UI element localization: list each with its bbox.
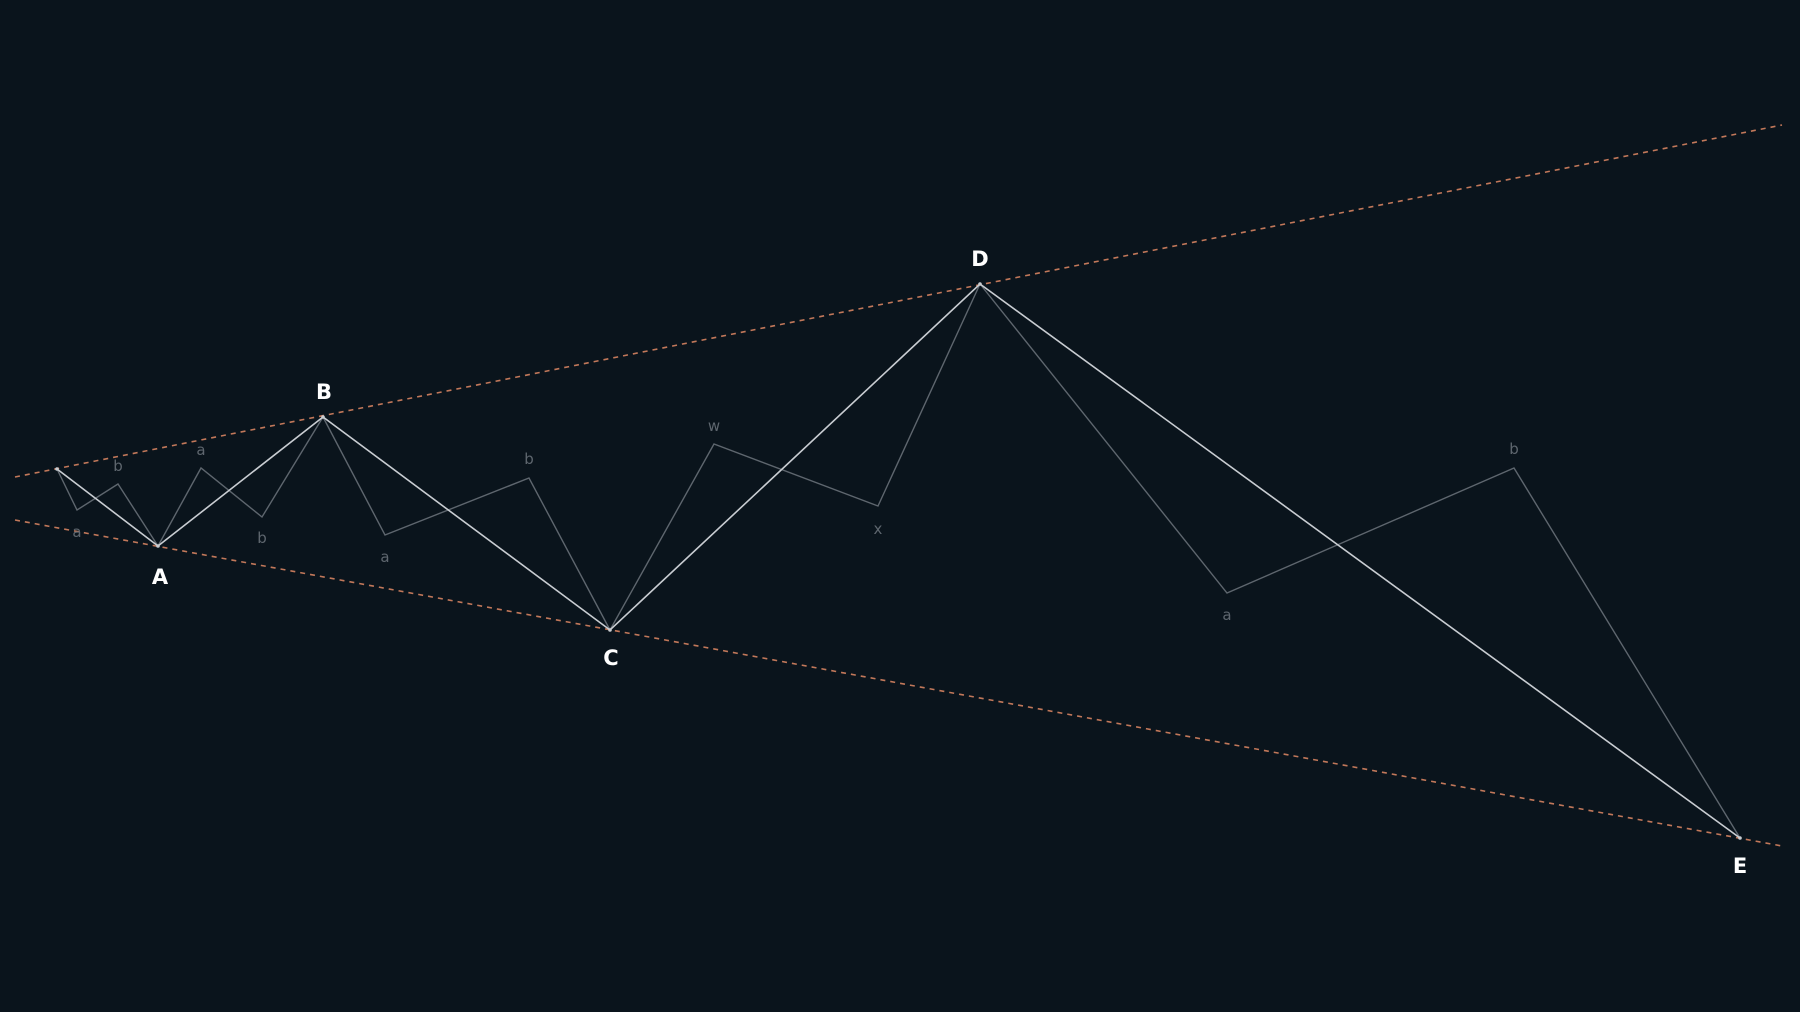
main-wave-path — [56, 282, 1741, 839]
sub-wave-a-path — [56, 468, 159, 547]
sub-label-wave-c-a: a — [380, 548, 389, 566]
sub-label-wave-a-a: a — [72, 523, 81, 541]
sub-label-wave-d-x: x — [874, 520, 883, 538]
vertex-c — [608, 628, 612, 632]
main-label-a: A — [152, 565, 169, 589]
sub-label-wave-d-w: w — [708, 417, 720, 435]
main-label-e: E — [1733, 854, 1747, 878]
sub-label-wave-c-b: b — [524, 450, 534, 468]
sub-wave-e-path — [979, 283, 1741, 839]
main-label-d: D — [971, 247, 988, 271]
sub-label-wave-b-b: b — [257, 529, 267, 547]
sub-wave-c-path — [322, 416, 611, 631]
vertex-a — [156, 544, 160, 548]
main-label-c: C — [603, 646, 618, 670]
main-label-b: B — [316, 380, 332, 404]
vertex-e — [1738, 836, 1742, 840]
main-wave-vertices — [55, 282, 1742, 840]
vertex-d — [978, 282, 982, 286]
sub-label-wave-e-b: b — [1509, 440, 1519, 458]
sub-label-wave-b-a: a — [196, 441, 205, 459]
sub-label-wave-e-a: a — [1222, 606, 1231, 624]
vertex-b — [321, 415, 325, 419]
sub-wave-b-path — [157, 416, 324, 547]
sub-wave-d-path — [609, 283, 981, 631]
lower-trendline — [14, 519, 1783, 847]
vertex-start — [55, 467, 59, 471]
upper-trendline — [14, 124, 1783, 478]
sub-label-wave-a-b: b — [113, 457, 123, 475]
